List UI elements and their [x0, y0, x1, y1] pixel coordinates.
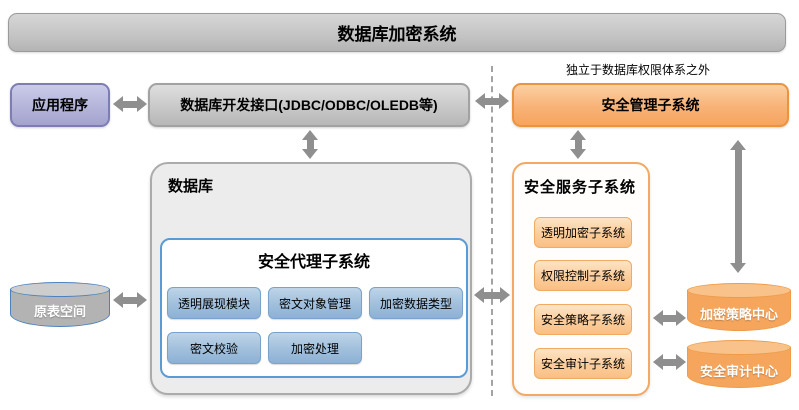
- double-arrow-icon: [474, 287, 510, 304]
- security-service-title: 安全服务子系统: [524, 179, 637, 196]
- database-title: 数据库: [168, 178, 214, 195]
- dashed-divider: [491, 66, 493, 396]
- source-tablespace-cylinder: 原表空间: [10, 282, 110, 327]
- system-title-banner: 数据库加密系统: [8, 13, 786, 52]
- module-item: 透明展现模块: [167, 287, 261, 319]
- system-title: 数据库加密系统: [337, 25, 457, 44]
- security-service-box: 安全服务子系统 透明加密子系统 权限控制子系统 安全策略子系统 安全审计子系统: [512, 162, 650, 396]
- dev-interface-box: 数据库开发接口(JDBC/ODBC/OLEDB等): [148, 83, 470, 127]
- arrow-bar: [662, 359, 677, 366]
- policy-center-cylinder: 加密策略中心: [687, 283, 791, 331]
- arrow-bar: [122, 101, 138, 108]
- arrow-bar: [122, 297, 138, 304]
- application-label: 应用程序: [32, 97, 88, 113]
- module-item: 密文对象管理: [268, 287, 362, 319]
- source-tablespace-label: 原表空间: [33, 304, 86, 319]
- arrow-bar: [307, 139, 314, 150]
- dev-interface-label: 数据库开发接口(JDBC/ODBC/OLEDB等): [180, 97, 438, 113]
- database-box: 数据库 安全代理子系统 透明展现模块 密文对象管理 加密数据类型 密文校验 加密…: [150, 162, 472, 395]
- cylinder-top: [687, 340, 791, 355]
- module-item: 密文校验: [167, 332, 261, 364]
- service-item: 安全审计子系统: [534, 348, 632, 379]
- double-arrow-icon: [653, 310, 686, 327]
- arrow-bar: [662, 315, 677, 322]
- double-arrow-icon: [653, 354, 686, 371]
- audit-center-label: 安全审计中心: [699, 363, 778, 379]
- arrow-bar: [575, 139, 582, 150]
- double-arrow-icon: [113, 96, 147, 113]
- service-item: 安全策略子系统: [534, 304, 632, 335]
- independence-note: 独立于数据库权限体系之外: [566, 63, 711, 77]
- vertical-double-arrow-icon: [302, 130, 319, 159]
- audit-center-cylinder: 安全审计中心: [687, 340, 791, 388]
- vertical-double-arrow-icon: [570, 130, 587, 159]
- security-management-box: 安全管理子系统: [512, 83, 789, 127]
- module-item: 加密处理: [268, 332, 362, 364]
- cylinder-top: [687, 283, 791, 298]
- security-agent-box: 安全代理子系统 透明展现模块 密文对象管理 加密数据类型 密文校验 加密处理: [160, 238, 468, 378]
- security-agent-title: 安全代理子系统: [257, 254, 370, 271]
- module-item: 加密数据类型: [369, 287, 463, 319]
- arrow-bar: [735, 149, 742, 264]
- cylinder-top: [10, 282, 110, 297]
- application-box: 应用程序: [10, 83, 110, 127]
- arrow-bar: [483, 292, 501, 299]
- security-management-label: 安全管理子系统: [601, 97, 700, 113]
- service-item: 透明加密子系统: [534, 217, 632, 248]
- vertical-double-arrow-icon: [730, 140, 747, 273]
- double-arrow-icon: [113, 292, 147, 309]
- policy-center-label: 加密策略中心: [699, 306, 778, 322]
- double-arrow-icon: [475, 93, 509, 110]
- arrow-bar: [484, 98, 500, 105]
- service-item: 权限控制子系统: [534, 260, 632, 291]
